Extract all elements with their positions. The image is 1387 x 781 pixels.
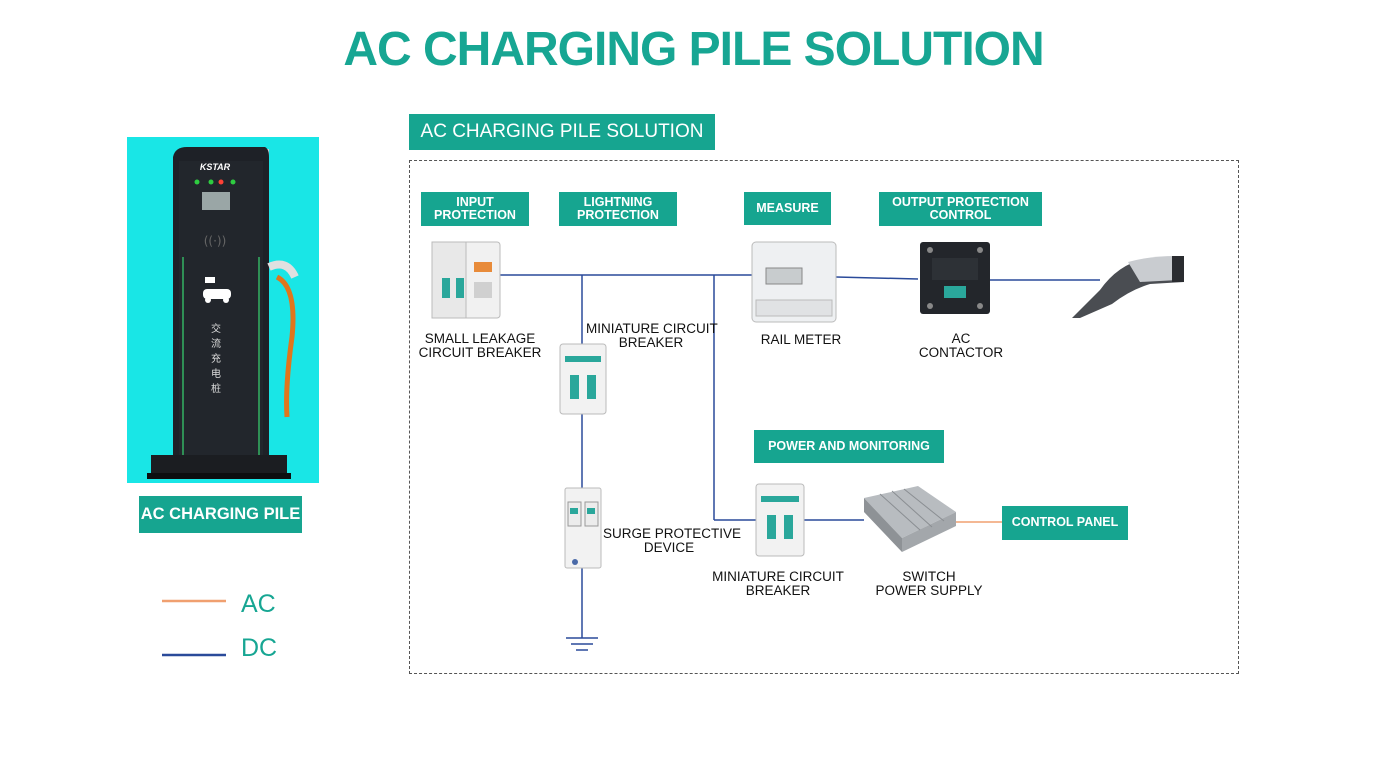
- section-power-monitoring: POWER AND MONITORING: [754, 430, 944, 463]
- section-measure: MEASURE: [744, 192, 831, 225]
- legend-dc: DC: [241, 634, 278, 662]
- section-lightning-protection: LIGHTNING PROTECTION: [559, 192, 677, 226]
- label-small-leakage: SMALL LEAKAGE CIRCUIT BREAKER: [418, 331, 542, 360]
- pile-chinese-0: 交: [211, 324, 221, 335]
- label-mcb-bottom: MINIATURE CIRCUIT BREAKER: [712, 569, 844, 598]
- diagram-frame: [409, 160, 1239, 674]
- label-mcb-top: MINIATURE CIRCUIT BREAKER: [586, 321, 718, 350]
- section-control-panel: CONTROL PANEL: [1002, 506, 1128, 540]
- diagram-header: AC CHARGING PILE SOLUTION: [409, 114, 715, 150]
- label-ac-contactor: AC CONTACTOR: [918, 331, 1004, 360]
- page-title: AC CHARGING PILE SOLUTION: [343, 23, 1044, 76]
- section-input-protection: INPUT PROTECTION: [421, 192, 529, 226]
- label-switch-psu: SWITCH POWER SUPPLY: [875, 569, 983, 598]
- pile-brand: KSTAR: [199, 162, 231, 172]
- label-rail-meter: RAIL METER: [760, 332, 842, 347]
- pile-chinese-4: 桩: [211, 384, 221, 395]
- label-spd: SURGE PROTECTIVE DEVICE: [603, 526, 742, 555]
- pile-caption: AC CHARGING PILE: [139, 496, 302, 533]
- pile-chinese-3: 电: [211, 369, 221, 380]
- pile-chinese-2: 充: [211, 354, 221, 365]
- charging-pile-icon: ((·)): [147, 147, 299, 479]
- legend-ac: AC: [241, 590, 276, 618]
- charging-pile-image: ((·)) KSTAR 交 流 充 电 桩: [127, 137, 319, 483]
- section-output-protection: OUTPUT PROTECTION CONTROL: [879, 192, 1042, 226]
- pile-chinese-1: 流: [211, 339, 221, 350]
- svg-text:((·)): ((·)): [204, 234, 227, 248]
